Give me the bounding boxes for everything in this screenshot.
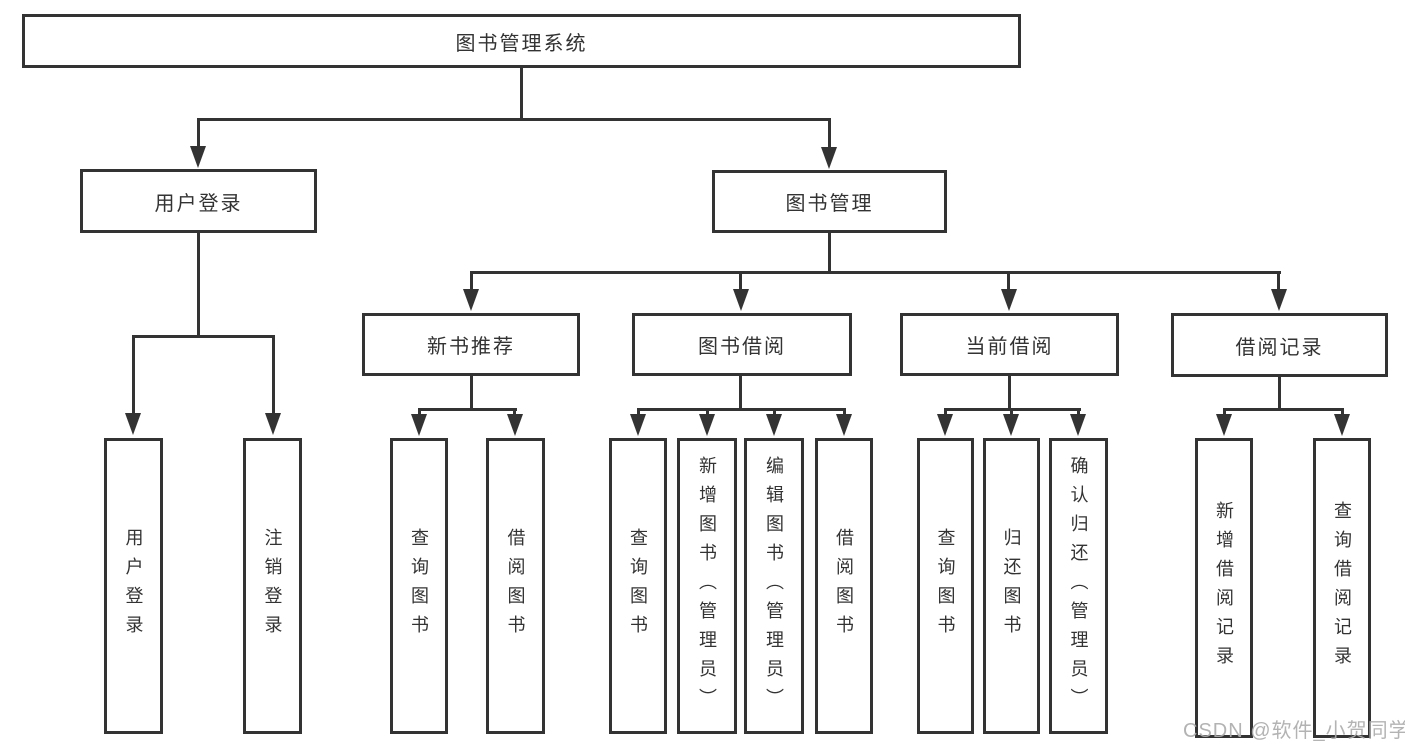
leaf-bb-add-book-admin-label: 新增图书（管理员）	[697, 455, 717, 717]
connector-g4-bar	[1223, 408, 1344, 411]
leaf-br-query-record: 查询借阅记录	[1313, 438, 1371, 738]
leaf-bb-add-book-admin: 新增图书（管理员）	[677, 438, 737, 734]
node-current-borrow-label: 当前借阅	[965, 336, 1054, 358]
arrowhead-login-leaf2	[265, 413, 281, 435]
leaf-cb-query-book: 查询图书	[917, 438, 974, 734]
leaf-cb-confirm-return-admin-label: 确认归还（管理员）	[1068, 455, 1089, 717]
leaf-bb-borrow-book-label: 借阅图书	[834, 528, 854, 644]
connector-g1-stem	[470, 376, 473, 411]
leaf-user-login-label: 用户登录	[123, 528, 144, 644]
connector-g2-drop2	[706, 408, 709, 416]
arrowhead-newbook	[463, 289, 479, 311]
node-root: 图书管理系统	[22, 14, 1021, 68]
connector-g4-drop2	[1341, 408, 1344, 416]
arrowhead-book-mgmt	[821, 147, 837, 169]
connector-root-bar	[197, 118, 831, 121]
connector-mgmt-stem	[828, 233, 831, 274]
connector-drop-book-mgmt	[828, 121, 831, 148]
connector-mgmt-bar	[470, 271, 1281, 274]
leaf-cb-return-book-label: 归还图书	[1001, 528, 1022, 644]
connector-g4-stem	[1278, 376, 1281, 411]
connector-g4-drop1	[1223, 408, 1226, 416]
node-user-login: 用户登录	[80, 169, 317, 233]
leaf-br-add-record-label: 新增借阅记录	[1214, 501, 1234, 675]
connector-drop-newbook	[470, 274, 473, 290]
connector-g1-drop1	[418, 408, 421, 416]
arrowhead-g3-leaf1	[937, 414, 953, 436]
leaf-bb-borrow-book: 借阅图书	[815, 438, 873, 734]
node-borrow-records: 借阅记录	[1171, 313, 1388, 377]
connector-login-bar	[132, 335, 275, 338]
connector-g2-stem	[739, 376, 742, 411]
connector-drop-currentborrow	[1007, 274, 1010, 290]
connector-g3-drop1	[944, 408, 947, 416]
connector-root-stem	[520, 68, 523, 120]
connector-g2-drop4	[843, 408, 846, 416]
leaf-bb-edit-book-admin: 编辑图书（管理员）	[744, 438, 804, 734]
leaf-br-add-record: 新增借阅记录	[1195, 438, 1253, 738]
leaf-logout-label: 注销登录	[262, 528, 283, 644]
node-user-login-label: 用户登录	[154, 192, 243, 215]
node-borrow-records-label: 借阅记录	[1235, 336, 1324, 359]
leaf-nb-borrow-book: 借阅图书	[486, 438, 545, 734]
connector-login-stem	[197, 233, 200, 337]
arrowhead-bookborrow	[733, 289, 749, 311]
leaf-bb-query-book-label: 查询图书	[628, 528, 648, 644]
arrowhead-g3-leaf3	[1070, 414, 1086, 436]
connector-g1-drop2	[513, 408, 516, 416]
node-book-borrow: 图书借阅	[632, 313, 852, 376]
node-new-book-recommend: 新书推荐	[362, 313, 580, 376]
arrowhead-currentborrow	[1001, 289, 1017, 311]
arrowhead-borrowrecords	[1271, 289, 1287, 311]
arrowhead-login-leaf1	[125, 413, 141, 435]
connector-g1-bar	[418, 408, 517, 411]
leaf-bb-edit-book-admin-label: 编辑图书（管理员）	[764, 455, 784, 717]
arrowhead-g4-leaf1	[1216, 414, 1232, 436]
connector-g3-drop2	[1010, 408, 1013, 416]
connector-g2-drop1	[637, 408, 640, 416]
connector-drop-user-login	[197, 121, 200, 148]
leaf-cb-query-book-label: 查询图书	[935, 528, 956, 644]
connector-drop-bookborrow	[739, 274, 742, 290]
leaf-br-query-record-label: 查询借阅记录	[1332, 501, 1352, 675]
node-new-book-recommend-label: 新书推荐	[427, 336, 515, 358]
connector-drop-login-leaf1	[132, 338, 135, 413]
connector-drop-borrowrecords	[1277, 274, 1280, 290]
node-book-mgmt: 图书管理	[712, 170, 947, 233]
leaf-nb-query-book: 查询图书	[390, 438, 448, 734]
arrowhead-g1-leaf2	[507, 414, 523, 436]
connector-drop-login-leaf2	[272, 338, 275, 413]
arrowhead-g2-leaf2	[699, 414, 715, 436]
arrowhead-g2-leaf4	[836, 414, 852, 436]
node-current-borrow: 当前借阅	[900, 313, 1119, 376]
arrowhead-g3-leaf2	[1003, 414, 1019, 436]
node-book-borrow-label: 图书借阅	[698, 336, 786, 358]
connector-g3-stem	[1008, 376, 1011, 411]
arrowhead-g2-leaf3	[766, 414, 782, 436]
arrowhead-g4-leaf2	[1334, 414, 1350, 436]
arrowhead-user-login	[190, 146, 206, 168]
connector-g3-drop3	[1077, 408, 1080, 416]
connector-g2-bar	[637, 408, 846, 411]
leaf-nb-borrow-book-label: 借阅图书	[505, 528, 526, 644]
leaf-user-login: 用户登录	[104, 438, 163, 734]
arrowhead-g2-leaf1	[630, 414, 646, 436]
arrowhead-g1-leaf1	[411, 414, 427, 436]
connector-g2-drop3	[773, 408, 776, 416]
leaf-cb-confirm-return-admin: 确认归还（管理员）	[1049, 438, 1108, 734]
leaf-logout: 注销登录	[243, 438, 302, 734]
node-book-mgmt-label: 图书管理	[785, 193, 874, 215]
leaf-cb-return-book: 归还图书	[983, 438, 1040, 734]
node-root-label: 图书管理系统	[455, 32, 588, 55]
csdn-watermark: CSDN @软件_小贺同学	[1183, 720, 1405, 742]
leaf-bb-query-book: 查询图书	[609, 438, 667, 734]
leaf-nb-query-book-label: 查询图书	[409, 528, 429, 644]
